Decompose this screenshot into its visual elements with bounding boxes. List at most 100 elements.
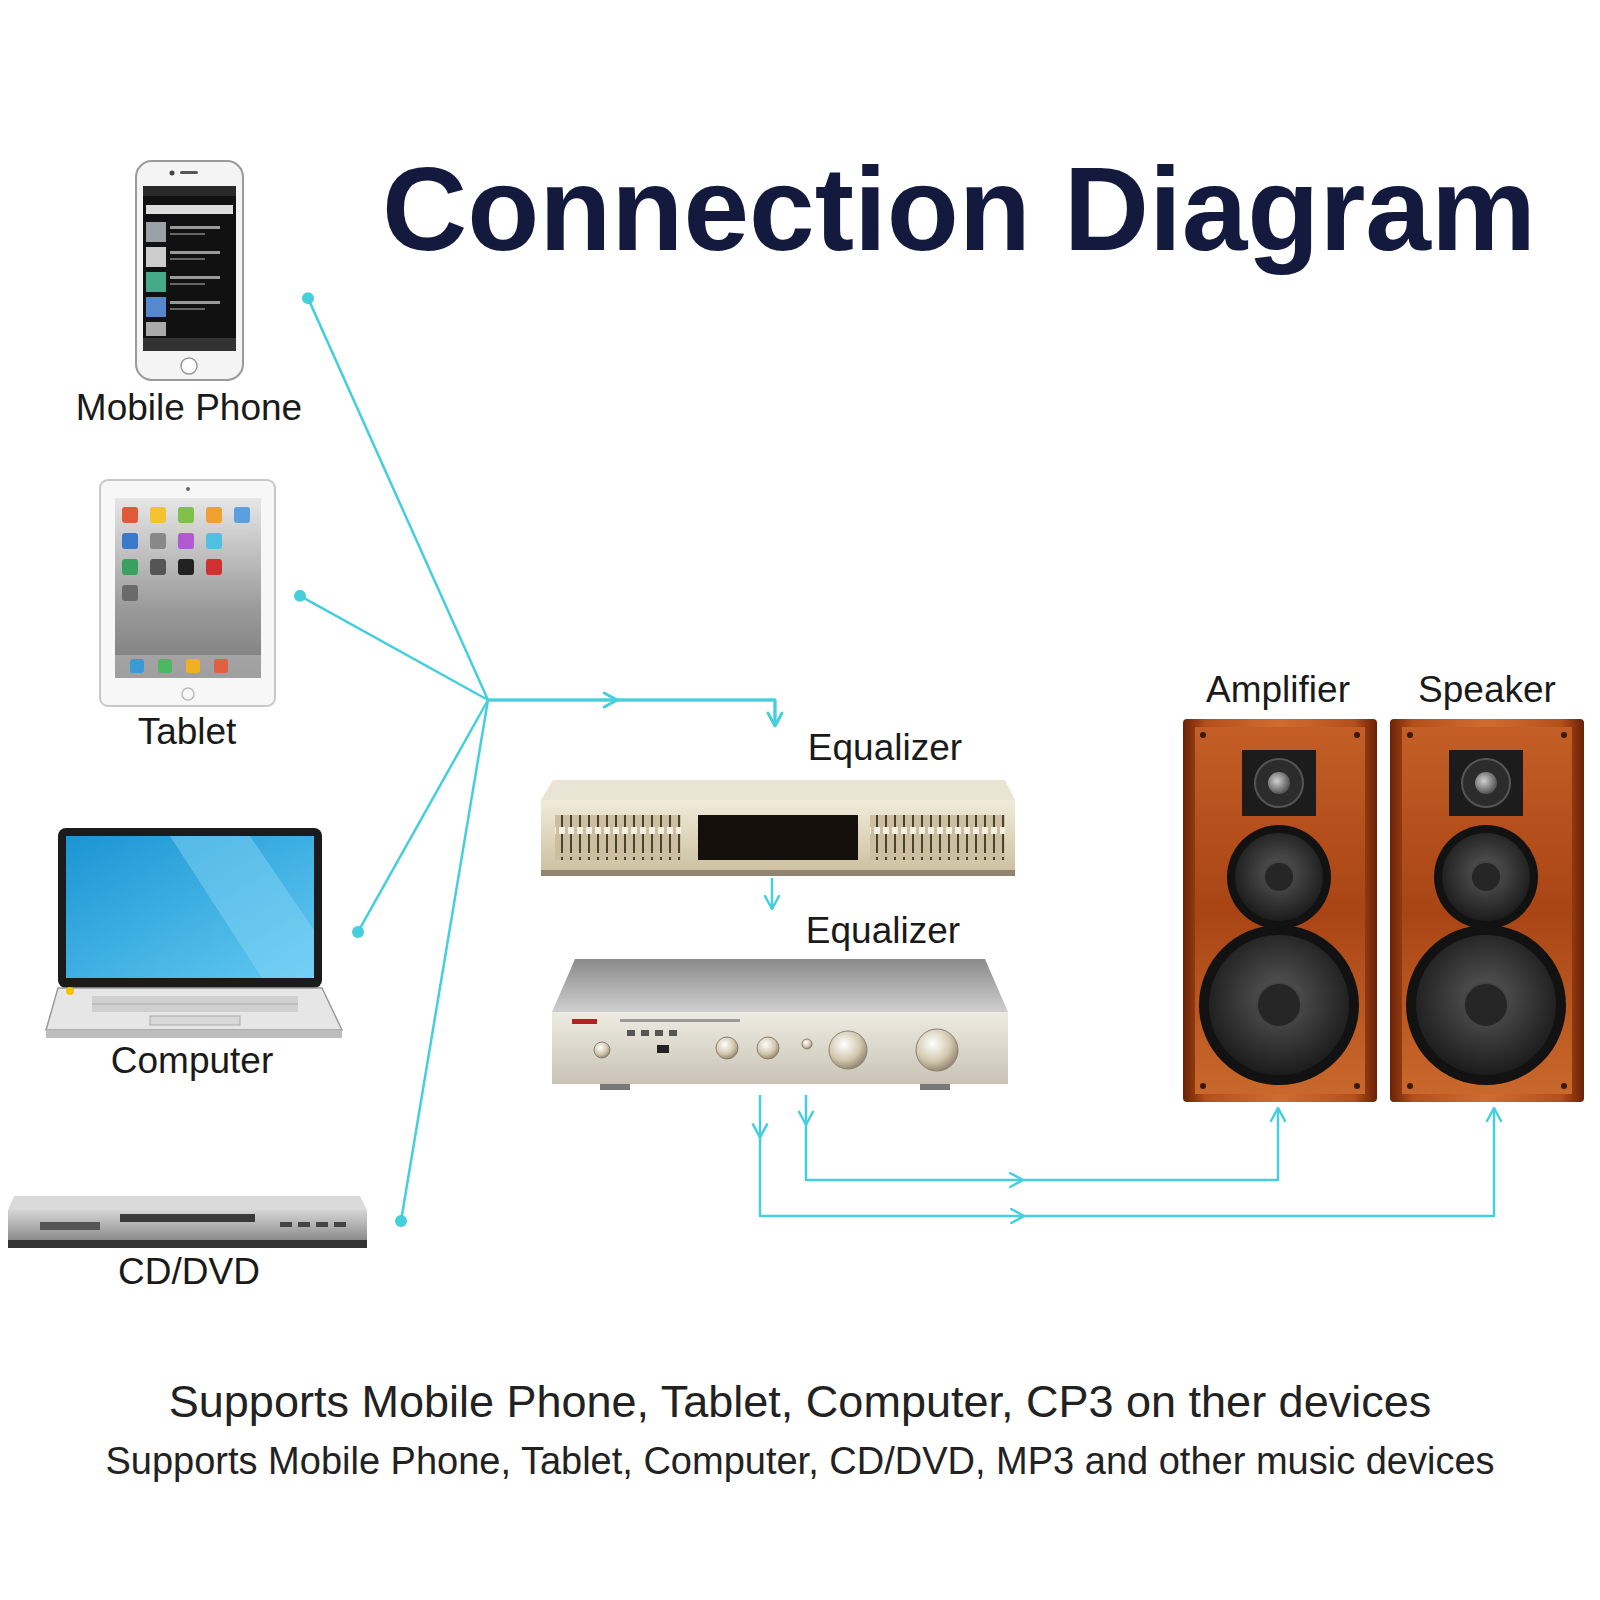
device-node: Computer	[40, 825, 358, 1087]
arrow-head	[1271, 1108, 1285, 1121]
arrow-head	[768, 713, 782, 726]
amplifier-unit-illustration	[657, 1045, 669, 1053]
device-label: Tablet	[138, 710, 237, 754]
amplifier-unit-illustration	[920, 1084, 950, 1090]
connector-line	[760, 1095, 1494, 1216]
phone-illustration	[170, 283, 205, 285]
tablet-illustration	[122, 507, 138, 523]
laptop-illustration	[92, 1004, 298, 1005]
amplifier-unit-illustration	[716, 1037, 738, 1059]
amplifier-unit-illustration	[552, 959, 1008, 1012]
arrow-head	[1487, 1108, 1501, 1121]
laptop-illustration	[92, 996, 298, 1012]
tablet-illustration	[115, 655, 261, 678]
device-node: CD/DVD	[5, 1188, 401, 1298]
tablet-illustration	[150, 533, 166, 549]
device-node: Equalizer	[540, 726, 1018, 878]
cd-dvd-illustration	[298, 1222, 310, 1227]
arrow-head	[1011, 1209, 1024, 1223]
tablet-illustration	[100, 480, 275, 706]
amplifier-unit-illustration	[757, 1037, 779, 1059]
connector-dot	[294, 590, 306, 602]
amplifier-unit-illustration	[552, 1012, 1008, 1084]
phone-illustration	[170, 258, 205, 260]
tablet-illustration	[122, 585, 138, 601]
caption-text: Supports Mobile Phone, Tablet, Computer,…	[0, 1438, 1600, 1484]
phone-illustration	[146, 297, 166, 317]
cd-dvd-illustration	[120, 1214, 255, 1222]
equalizer-illustration	[541, 870, 1015, 876]
connector	[395, 693, 782, 1227]
device-node: Mobile Phone	[70, 158, 308, 428]
cd-dvd-illustration	[334, 1222, 346, 1227]
arrow-head	[768, 713, 782, 726]
connector-line	[308, 298, 775, 726]
equalizer-illustration	[698, 815, 858, 860]
tablet-illustration	[206, 507, 222, 523]
tablet-illustration	[130, 659, 144, 673]
arrow-head	[765, 896, 779, 909]
tablet-illustration	[178, 559, 194, 575]
phone-illustration	[136, 161, 243, 380]
amplifier-unit-illustration	[594, 1042, 610, 1058]
speaker-illustration	[1183, 719, 1377, 1102]
tablet-illustration	[115, 498, 261, 678]
tablet-illustration	[122, 533, 138, 549]
cd-dvd-illustration	[280, 1222, 292, 1227]
amplifier-unit-illustration	[620, 1019, 740, 1022]
phone-illustration	[143, 338, 236, 351]
phone-illustration	[170, 226, 220, 229]
arrow-head	[604, 693, 617, 707]
device-label: Computer	[111, 1039, 273, 1083]
device-label: Equalizer	[808, 726, 962, 770]
tablet-illustration	[122, 559, 138, 575]
speaker-illustration	[1390, 719, 1584, 1102]
equalizer-illustration	[870, 815, 1005, 860]
phone-illustration	[170, 301, 220, 304]
cd-dvd-illustration	[316, 1222, 328, 1227]
equalizer-illustration	[541, 780, 1015, 876]
connector-dot	[352, 926, 364, 938]
connector	[799, 1095, 1285, 1187]
device-node: Amplifier	[1180, 668, 1380, 1108]
tablet-illustration	[178, 533, 194, 549]
arrow-head	[604, 693, 617, 707]
connector-dot	[302, 292, 314, 304]
amplifier-unit-illustration	[552, 959, 1008, 1090]
device-node: Tablet	[80, 478, 300, 756]
arrow-head	[604, 693, 617, 707]
connector-dot	[395, 1215, 407, 1227]
connector-line	[358, 700, 775, 932]
amplifier-unit-illustration	[572, 1019, 597, 1024]
phone-illustration	[143, 186, 236, 351]
device-label: Speaker	[1418, 668, 1556, 712]
phone-illustration	[146, 205, 233, 214]
arrow-head	[768, 713, 782, 726]
arrow-head	[799, 1112, 813, 1125]
caption-note: Supports Mobile Phone, Tablet, Computer,…	[0, 1375, 1600, 1429]
phone-illustration	[146, 272, 166, 292]
phone-illustration	[170, 171, 175, 176]
tablet-illustration	[206, 559, 222, 575]
amplifier-unit-illustration	[669, 1030, 677, 1036]
phone-illustration	[170, 276, 220, 279]
cd-dvd-illustration	[8, 1210, 367, 1240]
phone-illustration	[143, 186, 236, 196]
tablet-illustration	[206, 533, 222, 549]
tablet-illustration	[182, 688, 194, 700]
amplifier-unit-illustration	[641, 1030, 649, 1036]
device-label: Amplifier	[1206, 668, 1350, 712]
phone-illustration	[170, 233, 205, 235]
phone-illustration	[180, 171, 198, 174]
arrow-head	[1010, 1173, 1023, 1187]
phone-illustration	[146, 222, 166, 242]
amplifier-unit-illustration	[802, 1039, 812, 1049]
phone-illustration	[146, 247, 166, 267]
device-node: Speaker	[1388, 668, 1588, 1108]
equalizer-illustration	[541, 780, 1015, 800]
arrow-head	[604, 693, 617, 707]
arrow-head	[768, 713, 782, 726]
laptop-illustration	[58, 828, 322, 988]
connector	[352, 693, 782, 938]
tablet-illustration	[150, 559, 166, 575]
